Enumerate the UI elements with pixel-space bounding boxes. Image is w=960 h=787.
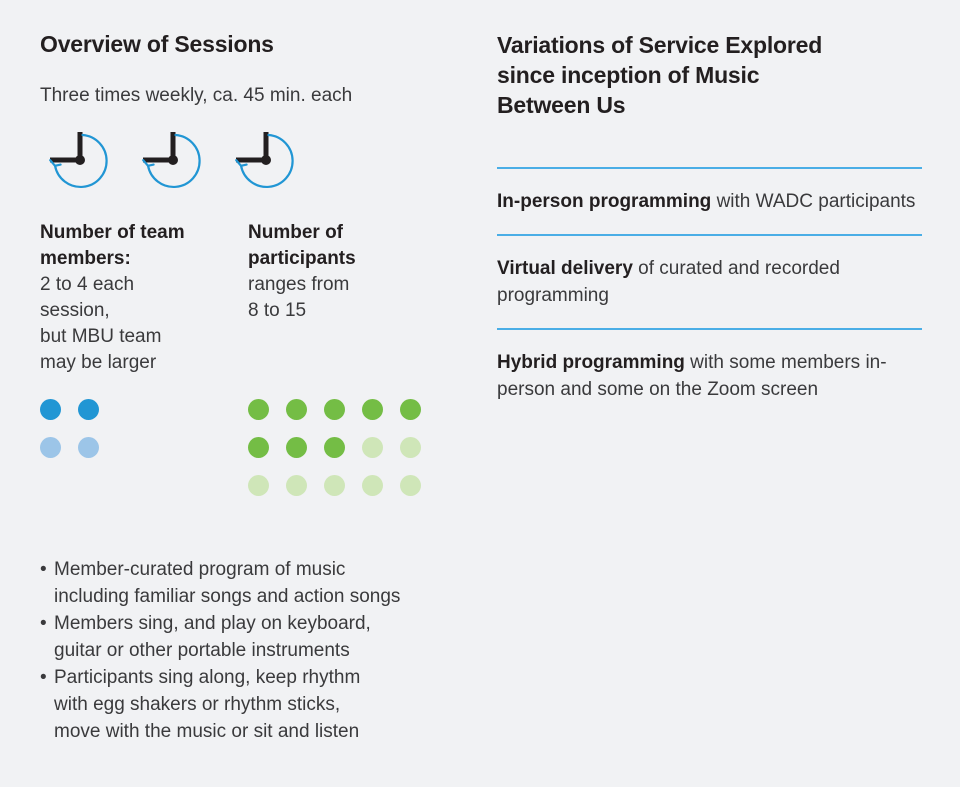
- dot-empty: [286, 474, 307, 496]
- dot-filled: [362, 398, 383, 420]
- divider: [497, 167, 922, 169]
- dot-grid-row: [248, 390, 448, 428]
- page-title: Overview of Sessions: [40, 31, 274, 57]
- variation-item-label: In-person programming: [497, 191, 712, 212]
- dot-filled: [400, 398, 421, 420]
- clock-45-minutes-icon: [235, 132, 294, 189]
- stat-participants-body: ranges from 8 to 15: [248, 274, 350, 321]
- variation-item-in-person: In-person programming with WADC particip…: [497, 169, 922, 234]
- stats-row: Number of team members: 2 to 4 each sess…: [40, 220, 480, 376]
- variation-item-hybrid: Hybrid programming with some members in-…: [497, 330, 922, 422]
- list-item-text: Participants sing along, keep rhythm wit…: [54, 667, 361, 742]
- list-item-text: Member-curated program of music includin…: [54, 559, 401, 607]
- variation-item-detail: with WADC participants: [711, 191, 916, 212]
- stat-team-members-heading: Number of team members:: [40, 222, 185, 269]
- variation-item-detail: with some members in-person and some on …: [497, 352, 887, 400]
- dot-filled: [286, 436, 307, 458]
- participants-dot-grid: [248, 390, 448, 504]
- list-item: • Participants sing along, keep rhythm w…: [40, 664, 510, 745]
- variation-item-label: Virtual delivery: [497, 258, 633, 279]
- list-item-text: Members sing, and play on keyboard, guit…: [54, 613, 371, 661]
- dot-grids: [40, 390, 480, 504]
- activities-bullet-list: • Member-curated program of music includ…: [40, 556, 510, 745]
- bullet-icon: •: [40, 667, 47, 688]
- clock-45-minutes-icon: [49, 132, 108, 189]
- dot-empty: [362, 474, 383, 496]
- dot-grid-row: [248, 466, 448, 504]
- divider: [497, 234, 922, 236]
- dot-empty: [78, 436, 99, 458]
- stat-participants-heading: Number of participants: [248, 222, 356, 269]
- dot-empty: [362, 436, 383, 458]
- dot-filled: [248, 436, 269, 458]
- dot-grid-row: [40, 390, 248, 428]
- divider: [497, 328, 922, 330]
- stat-participants: Number of participants ranges from 8 to …: [248, 220, 448, 376]
- list-item: • Member-curated program of music includ…: [40, 556, 510, 610]
- clock-row: [40, 126, 480, 198]
- variation-item-virtual: Virtual delivery of curated and recorded…: [497, 236, 922, 328]
- sessions-subtitle: Three times weekly, ca. 45 min. each: [40, 85, 353, 106]
- dot-filled: [40, 398, 61, 420]
- dot-empty: [400, 474, 421, 496]
- dot-filled: [78, 398, 99, 420]
- dot-grid-row: [248, 428, 448, 466]
- dot-filled: [248, 398, 269, 420]
- list-item: • Members sing, and play on keyboard, gu…: [40, 610, 510, 664]
- right-column: Variations of Service Explored since inc…: [497, 30, 922, 422]
- left-column: Overview of Sessions Three times weekly,…: [40, 30, 480, 504]
- dot-empty: [400, 436, 421, 458]
- dot-filled: [324, 436, 345, 458]
- dot-filled: [286, 398, 307, 420]
- spacer: [497, 120, 922, 167]
- dot-grid-row: [40, 428, 248, 466]
- clock-45-minutes-icon: [142, 132, 201, 189]
- bullet-icon: •: [40, 559, 47, 580]
- stat-team-members-body: 2 to 4 each session, but MBU team may be…: [40, 274, 162, 373]
- dot-empty: [40, 436, 61, 458]
- dot-empty: [324, 474, 345, 496]
- variation-item-detail: of curated and recorded programming: [497, 258, 840, 306]
- team-members-dot-grid: [40, 390, 248, 504]
- dot-filled: [324, 398, 345, 420]
- stat-team-members: Number of team members: 2 to 4 each sess…: [40, 220, 248, 376]
- variations-title: Variations of Service Explored since inc…: [497, 32, 823, 118]
- variation-item-label: Hybrid programming: [497, 352, 685, 373]
- bullet-icon: •: [40, 613, 47, 634]
- dot-empty: [248, 474, 269, 496]
